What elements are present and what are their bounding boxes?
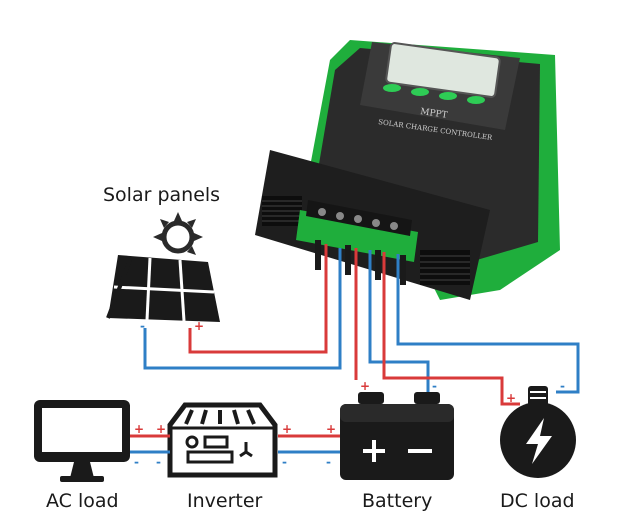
control-buttons bbox=[383, 84, 485, 104]
charge-controller: MPPT SOLAR CHARGE CONTROLLER bbox=[255, 40, 560, 300]
terminal-block bbox=[296, 200, 418, 262]
ac-load-label: AC load bbox=[46, 490, 119, 512]
inverter-left-plus-sign: + bbox=[156, 422, 166, 436]
inverter-left-minus-sign: - bbox=[156, 455, 161, 469]
wire-dcload-positive bbox=[382, 252, 520, 406]
lcd-display bbox=[385, 42, 501, 98]
dcload-minus-sign: - bbox=[560, 379, 565, 393]
sun-icon bbox=[153, 212, 203, 255]
monitor-icon bbox=[34, 400, 130, 482]
solar-minus-sign: - bbox=[140, 319, 145, 333]
acload-plus-sign: + bbox=[134, 422, 144, 436]
battery-icon bbox=[340, 392, 454, 480]
inverter-right-plus-sign: + bbox=[282, 422, 292, 436]
lightbulb-icon bbox=[500, 386, 576, 478]
battery-plus-sign: + bbox=[360, 379, 370, 393]
inverter-right-minus-sign: - bbox=[282, 455, 287, 469]
inverter-icon bbox=[167, 402, 278, 478]
acload-minus-sign: - bbox=[134, 455, 139, 469]
wire-dcload-negative bbox=[396, 254, 580, 394]
battery-minus-sign: - bbox=[432, 379, 437, 393]
dcload-plus-sign: + bbox=[506, 391, 516, 405]
solar-panels-label: Solar panels bbox=[103, 184, 221, 206]
battery-left-plus-sign: + bbox=[326, 422, 336, 436]
battery-label: Battery bbox=[362, 490, 433, 512]
wire-solar-negative bbox=[143, 248, 342, 370]
battery-left-minus-sign: - bbox=[326, 455, 331, 469]
dc-load-label: DC load bbox=[500, 490, 575, 512]
wire-solar-positive bbox=[188, 244, 328, 354]
inverter-label: Inverter bbox=[187, 490, 263, 512]
wiring bbox=[130, 244, 580, 454]
solar-panel-icon bbox=[106, 212, 220, 322]
controller-brand: MPPT bbox=[420, 107, 448, 121]
solar-plus-sign: + bbox=[194, 319, 204, 333]
